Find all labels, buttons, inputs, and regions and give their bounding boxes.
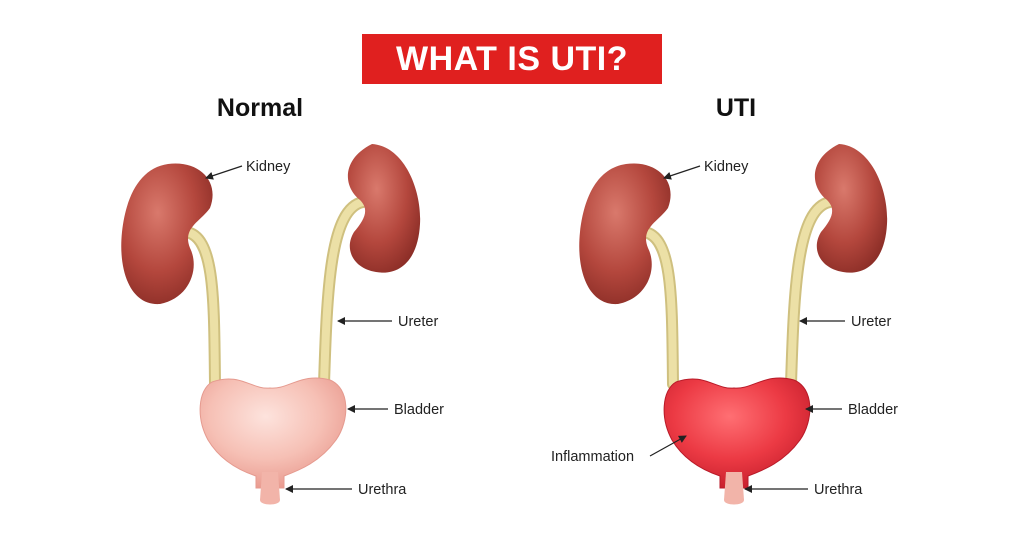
uti-kidney-left	[579, 163, 671, 305]
uti-kidney-right	[814, 144, 888, 273]
normal-label-kidney: Kidney	[246, 159, 291, 175]
uti-label-kidney: Kidney	[704, 159, 749, 175]
normal-urethra	[260, 472, 280, 505]
uti-label-ureter: Ureter	[851, 314, 891, 330]
title-banner: WHAT IS UTI?	[362, 34, 662, 84]
normal-panel: Kidney Ureter Bladder Urethra	[121, 144, 444, 505]
normal-label-urethra: Urethra	[358, 482, 407, 498]
normal-label-ureter: Ureter	[398, 314, 438, 330]
uti-bladder	[663, 377, 811, 489]
normal-bladder	[199, 377, 347, 489]
uti-panel: Kidney Ureter Bladder Urethra Inflammati…	[551, 144, 898, 505]
uti-urethra	[724, 472, 744, 505]
normal-kidney-left	[121, 163, 213, 305]
panel-heading-uti: UTI	[715, 94, 757, 122]
uti-label-inflammation: Inflammation	[551, 449, 634, 465]
uti-label-urethra: Urethra	[814, 482, 863, 498]
normal-label-bladder: Bladder	[394, 402, 444, 418]
normal-kidney-right	[347, 144, 421, 273]
page-title: WHAT IS UTI?	[396, 39, 628, 78]
panel-heading-normal: Normal	[216, 94, 304, 122]
uti-label-bladder: Bladder	[848, 402, 898, 418]
